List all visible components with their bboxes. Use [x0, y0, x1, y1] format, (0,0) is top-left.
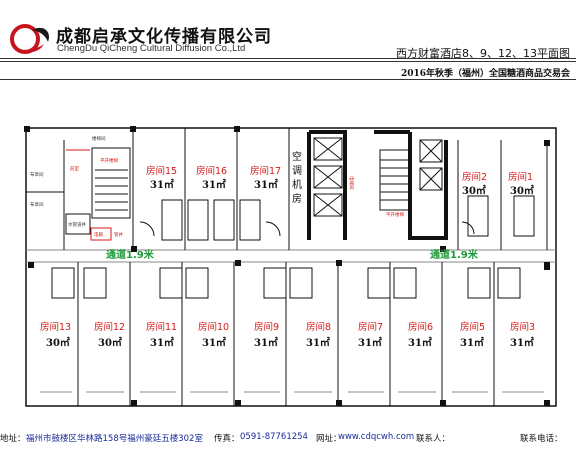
room-5-name: 房间5: [460, 321, 485, 333]
electric-box-label: 电箱: [94, 231, 103, 238]
room-3-area: 31㎡: [510, 336, 534, 349]
fire-stair-right-label: 平开楼梯: [386, 211, 404, 218]
fax-value: 0591-87761254: [240, 432, 308, 442]
company-name-cn: 成都启承文化传播有限公司: [56, 27, 272, 47]
room-2-area: 30㎡: [462, 184, 486, 197]
header-divider-3: [0, 79, 576, 80]
address-value: 福州市鼓楼区华林路158号福州豪廷五楼302室: [26, 434, 203, 444]
linen-room-label: 布草间: [30, 171, 44, 178]
room-16-name: 房间16: [196, 165, 227, 177]
address-label: 地址：: [0, 434, 26, 444]
room-1-name: 房间1: [508, 171, 533, 183]
website-label: 网址：: [316, 434, 342, 444]
corridor-label-right: 通道1.9米: [430, 248, 479, 261]
room-1-area: 30㎡: [510, 184, 534, 197]
hvac-label-3: 机: [292, 178, 302, 191]
fax-label: 传真：: [214, 434, 240, 444]
room-7-area: 31㎡: [358, 336, 382, 349]
room-10-area: 31㎡: [202, 336, 226, 349]
hvac-label-1: 空: [292, 150, 302, 163]
phone-label: 联系电话：: [520, 434, 563, 444]
linen-room-label-2: 布草间: [30, 201, 44, 208]
stair-room-label: 楼梯间: [92, 135, 106, 142]
water-well-label: 水管道井: [68, 221, 86, 228]
room-6-area: 31㎡: [408, 336, 432, 349]
building-outline: [25, 127, 557, 407]
room-8-area: 31㎡: [306, 336, 330, 349]
room-11-name: 房间11: [146, 321, 177, 333]
footer-contact: 地址： 福州市鼓楼区华林路158号福州豪廷五楼302室 传真： 0591-877…: [0, 432, 576, 448]
room-10-name: 房间10: [198, 321, 229, 333]
website-value[interactable]: www.cdqcwh.com: [338, 432, 415, 442]
room-6-name: 房间6: [408, 321, 433, 333]
room-12-name: 房间12: [94, 321, 125, 333]
fair-title: 2016年秋季（福州）全国糖酒商品交易会: [400, 69, 570, 79]
room-8-name: 房间8: [306, 321, 331, 333]
room-9-name: 房间9: [254, 321, 279, 333]
hvac-label-2: 调: [292, 165, 302, 177]
contact-label: 联系人：: [416, 434, 451, 444]
room-5-area: 31㎡: [460, 336, 484, 349]
room-17-area: 31㎡: [254, 178, 278, 191]
room-15-area: 31㎡: [150, 178, 174, 191]
room-15-name: 房间15: [146, 165, 177, 177]
room-3-name: 房间3: [510, 321, 535, 333]
room-12-area: 30㎡: [98, 336, 122, 349]
room-13-area: 30㎡: [46, 336, 70, 349]
header-divider: [0, 58, 576, 59]
header-divider-2: [0, 61, 576, 62]
room-13-name: 房间13: [40, 321, 71, 333]
pipe-well-label: 管井: [114, 231, 123, 238]
room-9-area: 31㎡: [254, 336, 278, 349]
corridor-label-left: 通道1.9米: [106, 248, 155, 261]
room-16-area: 31㎡: [202, 178, 226, 191]
fire-stair-label: 平开楼梯: [100, 157, 118, 164]
vestibule-label: 前室: [70, 165, 79, 172]
company-name-en: ChengDu QiCheng Cultural Diffusion Co.,L…: [57, 43, 246, 54]
room-2-name: 房间2: [462, 171, 487, 183]
plan-title: 西方财富酒店8、9、12、13平面图: [396, 47, 570, 60]
elevator-core-left: [307, 130, 347, 240]
room-7-name: 房间7: [358, 321, 383, 333]
hvac-label-4: 房: [292, 192, 302, 205]
elevator-room-label: 电梯间: [348, 176, 355, 190]
company-logo: [10, 24, 50, 54]
room-11-area: 31㎡: [150, 336, 174, 349]
room-17-name: 房间17: [250, 165, 281, 177]
